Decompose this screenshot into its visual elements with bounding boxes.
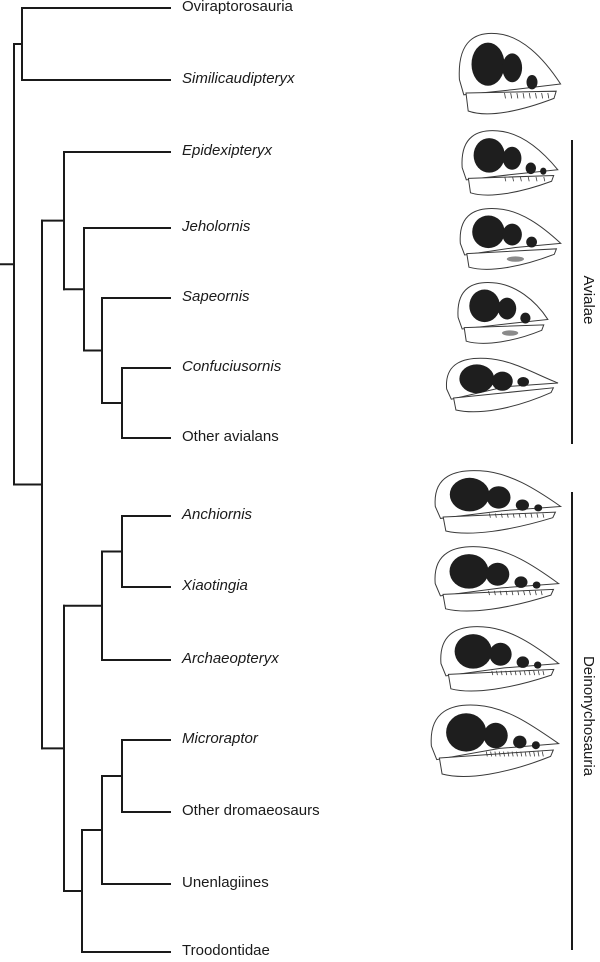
taxon-label-oviraptorosauria: Oviraptorosauria [182,0,293,15]
taxon-label-confuciusornis: Confuciusornis [182,358,282,375]
taxon-label-xiaotingia: Xiaotingia [182,577,248,594]
taxon-label-troodontidae: Troodontidae [182,942,270,959]
taxon-label-anchiornis: Anchiornis [182,506,253,523]
taxon-label-unenlagiines: Unenlagiines [182,874,269,891]
taxon-label-epidexipteryx: Epidexipteryx [182,142,273,159]
microraptor-skull-icon [430,704,561,777]
taxon-label-other-avialans: Other avialans [182,428,279,445]
oviraptorosaur-skull-icon [458,32,562,115]
confuciusornis-skull-icon [446,357,559,413]
taxon-label-jeholornis: Jeholornis [182,218,251,235]
epidexipteryx-skull-icon [461,130,559,196]
deinonychosauria-bracket-label: Deinonychosauria [580,656,597,777]
xiaotingia-skull-icon [434,546,561,612]
taxon-label-microraptor: Microraptor [182,730,258,747]
taxon-label-other-dromaeosaurs: Other dromaeosaurs [182,802,320,819]
archaeopteryx-skull-icon [440,626,561,692]
anchiornis-skull-icon [434,470,563,534]
sapeornis-skull-icon [457,282,549,344]
taxon-label-sapeornis: Sapeornis [182,288,250,305]
taxon-label-similicaudipteryx: Similicaudipteryx [182,70,295,87]
jeholornis-skull-icon [459,208,562,270]
avialae-bracket-label: Avialae [580,276,597,325]
taxon-label-archaeopteryx: Archaeopteryx [182,650,279,667]
